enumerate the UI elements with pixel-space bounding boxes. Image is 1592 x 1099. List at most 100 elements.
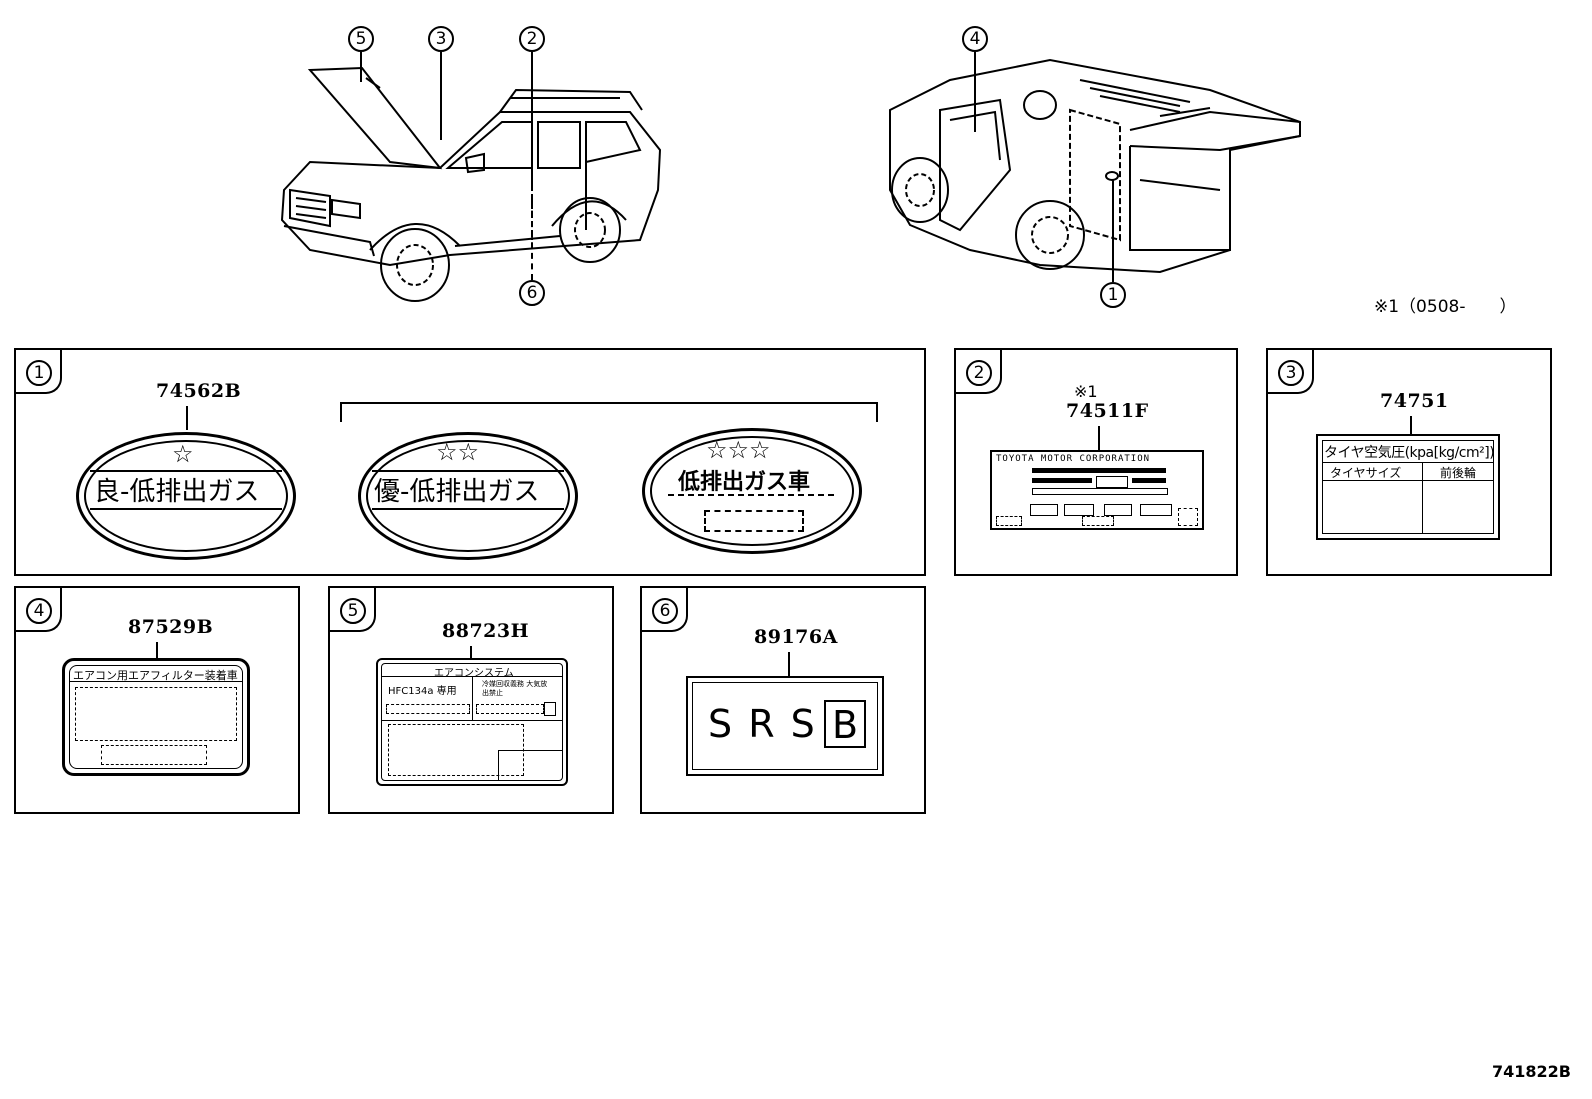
vin-plate-box-4: [1104, 504, 1132, 516]
vin-plate-maker: TOYOTA MOTOR CORPORATION: [996, 454, 1151, 464]
panel-4-tab: [16, 588, 62, 632]
panel-6-part-number: 89176A: [754, 626, 838, 648]
ac-system-inner: [381, 663, 563, 781]
ac-system-divider: [472, 676, 473, 720]
ac-system-corner: [498, 750, 563, 781]
callout-5: 5: [348, 26, 374, 52]
panel-4-number: 4: [26, 598, 52, 624]
vin-plate-bar-3: [1132, 478, 1166, 483]
panel-2-tab: [956, 350, 1002, 394]
callout-4-leader: [974, 52, 976, 132]
srs-badge: B: [824, 700, 866, 748]
tire-pressure-rule-1: [1322, 462, 1494, 463]
panel-3-part-number: 74751: [1380, 390, 1449, 412]
callout-1-leader: [1112, 180, 1114, 282]
emission-label-low-inner: [650, 436, 854, 546]
diagram-id: 741822B: [1492, 1062, 1571, 1081]
tire-pressure-divider: [1422, 462, 1423, 534]
air-filter-rule: [69, 681, 243, 682]
panel-3-tab: [1268, 350, 1314, 394]
callout-4: 4: [962, 26, 988, 52]
ac-system-title: エアコンシステム: [434, 668, 514, 679]
callout-5-leader: [360, 52, 362, 82]
panel-5-ac-system: 5 88723H エアコンシステム HFC134a 専用 冷媒回収義務 大気放出…: [328, 586, 614, 814]
panel-1-tab: [16, 350, 62, 394]
callout-6-leader: [531, 200, 533, 280]
panel-2-ref: ※1: [1074, 382, 1098, 401]
vin-plate-bar-4: [1032, 488, 1168, 495]
emission-label-good-text: 良-低排出ガス: [94, 477, 260, 507]
panel-6-leader: [788, 652, 790, 678]
panel-6-number: 6: [652, 598, 678, 624]
vin-plate-box-5: [1140, 504, 1172, 516]
emission-label-low: [642, 428, 862, 554]
panel-4-part-number: 87529B: [128, 616, 214, 638]
panel-3-tire-pressure: 3 74751 タイヤ空気圧(kpa[kg/cm²]) タイヤサイズ 前後輪: [1266, 348, 1552, 576]
vin-plate-box-2: [1030, 504, 1058, 516]
panel-2-leader: [1098, 426, 1100, 450]
tire-pressure-label: タイヤ空気圧(kpa[kg/cm²]) タイヤサイズ 前後輪: [1316, 434, 1500, 540]
panel-1-number: 1: [26, 360, 52, 386]
air-filter-area-1: [75, 687, 237, 741]
panel-1-leader: [186, 406, 188, 430]
emission-label-low-text: 低排出ガス車: [678, 470, 811, 495]
emission-label-low-line: [668, 494, 834, 510]
vin-plate-box-6: [996, 516, 1022, 526]
panel-5-leader: [470, 646, 472, 660]
tire-pressure-col1: タイヤサイズ: [1330, 466, 1402, 480]
panel-5-part-number: 88723H: [442, 620, 530, 642]
emission-label-good: [76, 432, 296, 560]
panel-3-leader: [1410, 416, 1412, 436]
air-filter-inner: [69, 665, 243, 769]
ac-system-refrigerant: HFC134a 専用: [388, 686, 457, 697]
emission-label-good-stars: ☆: [172, 440, 194, 468]
emission-label-low-box: [704, 510, 804, 532]
vehicle-front-illustration: [280, 66, 662, 302]
emission-label-excellent-stars: ☆☆: [436, 438, 480, 466]
ac-system-label: エアコンシステム HFC134a 専用 冷媒回収義務 大気放出禁止: [376, 658, 568, 786]
vin-plate-box-1: [1096, 476, 1128, 488]
callout-3-leader: [440, 52, 442, 140]
panel-6-tab: [642, 588, 688, 632]
ac-system-box-3: [544, 702, 556, 716]
callout-6: 6: [519, 280, 545, 306]
air-filter-title: エアコン用エアフィルター装着車: [73, 669, 238, 682]
panel-3-number: 3: [1278, 360, 1304, 386]
vin-plate-box-3: [1064, 504, 1094, 516]
vin-plate-box-7: [1082, 516, 1114, 526]
emission-label-excellent: [358, 432, 578, 560]
srs-label-inner: [692, 682, 878, 770]
callout-2-leader: [531, 52, 533, 186]
ac-system-warning: 冷媒回収義務 大気放出禁止: [482, 680, 548, 697]
panel-4-air-filter: 4 87529B エアコン用エアフィルター装着車: [14, 586, 300, 814]
emission-label-low-stars: ☆☆☆: [706, 436, 771, 464]
tire-pressure-rule-2: [1322, 480, 1494, 481]
emission-label-excellent-band: [372, 470, 564, 510]
air-filter-area-2: [101, 745, 207, 765]
vehicle-rear-illustration: [889, 58, 1301, 274]
callout-3: 3: [428, 26, 454, 52]
emission-label-good-band: [90, 470, 282, 510]
air-filter-label: エアコン用エアフィルター装着車: [62, 658, 250, 776]
emission-label-excellent-inner: [366, 440, 570, 552]
callout-2: 2: [519, 26, 545, 52]
panel-1-bracket: [340, 402, 878, 422]
panel-4-leader: [156, 642, 158, 660]
ac-system-box-1: [386, 704, 470, 714]
emission-label-excellent-text: 優-低排出ガス: [374, 477, 540, 507]
vin-plate-bar-2: [1032, 478, 1092, 483]
vin-plate: TOYOTA MOTOR CORPORATION: [990, 450, 1204, 530]
vin-plate-bar-1: [1032, 468, 1166, 473]
srs-text: S R S: [708, 702, 817, 746]
panel-1-emission-labels: 1 74562B ☆ 良-低排出ガス ☆☆ 優-低排出ガス ☆☆☆ 低排出ガス車: [14, 348, 926, 576]
applicability-note: ※1（0508- ）: [1374, 297, 1517, 317]
tire-pressure-inner: [1322, 440, 1494, 534]
tire-pressure-col2: 前後輪: [1440, 466, 1477, 480]
panel-5-number: 5: [340, 598, 366, 624]
callout-1: 1: [1100, 282, 1126, 308]
ac-system-rule-2: [381, 720, 563, 721]
panel-2-number: 2: [966, 360, 992, 386]
tire-pressure-title: タイヤ空気圧(kpa[kg/cm²]): [1324, 445, 1495, 461]
panel-5-tab: [330, 588, 376, 632]
ac-system-box-2: [476, 704, 544, 714]
